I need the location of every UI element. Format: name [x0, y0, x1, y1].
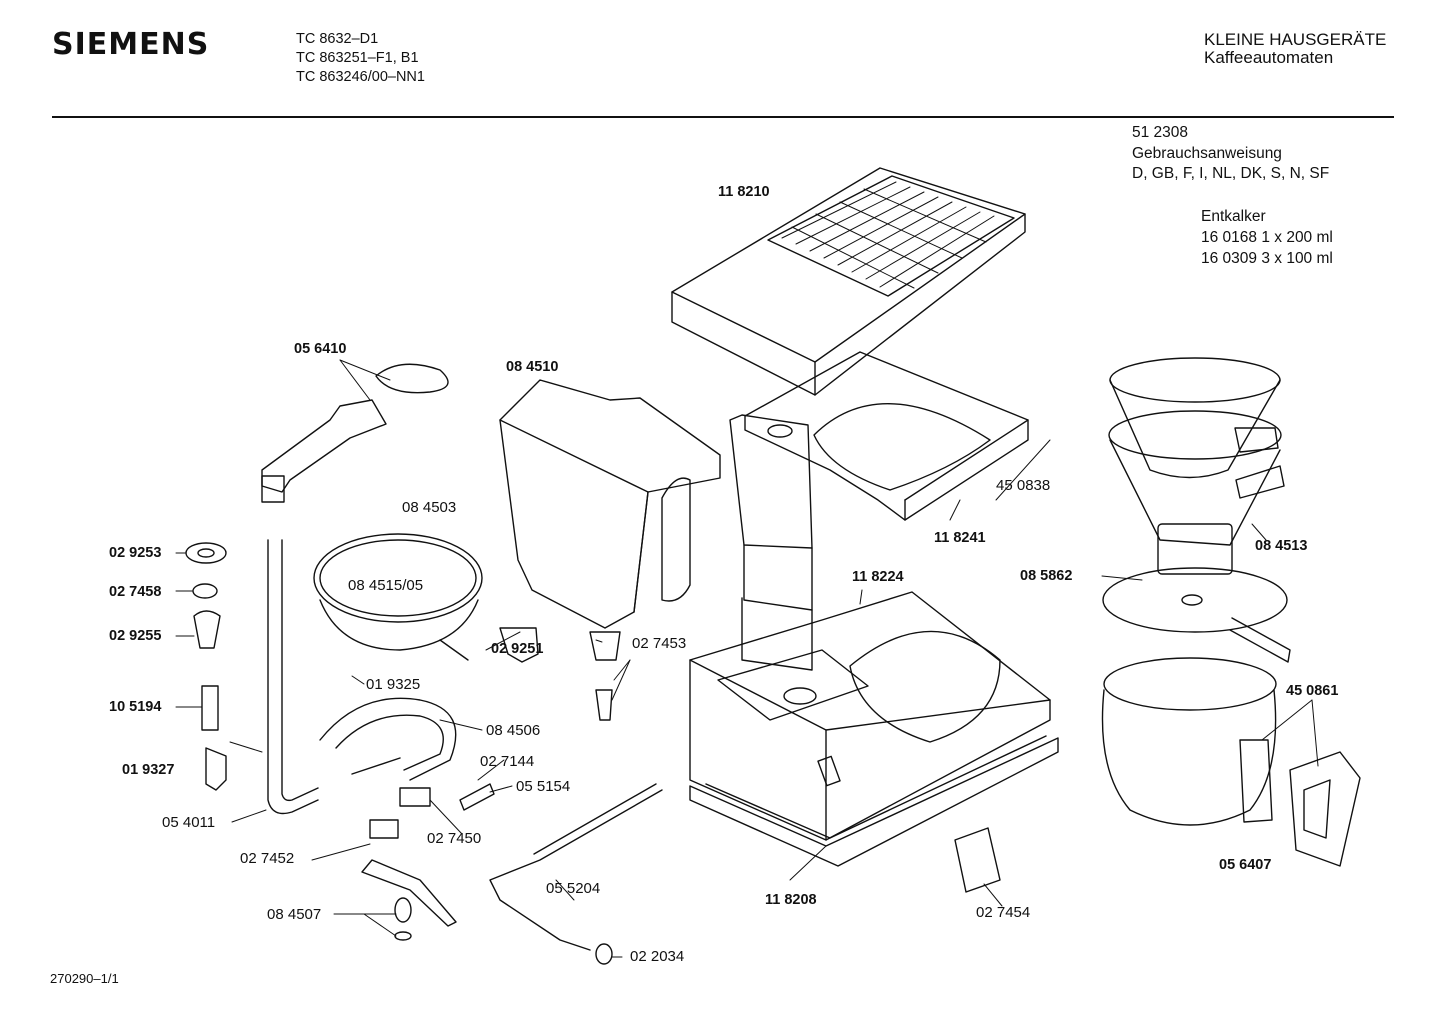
part-label-029255: 02 9255: [109, 628, 162, 644]
part-label-118208: 11 8208: [765, 892, 817, 908]
glass-carafe-drawing: [1102, 658, 1276, 825]
product-subcategory: Kaffeeautomaten: [1204, 48, 1334, 67]
part-label-054011: 05 4011: [162, 814, 216, 831]
water-pipe-drawing: [268, 540, 318, 814]
coffee-filter-drawing: [1109, 358, 1284, 574]
part-label-027450: 02 7450: [427, 830, 482, 847]
power-switch-drawing: [955, 828, 1000, 892]
part-label-027452: 02 7452: [240, 850, 295, 867]
filter-holder-housing-drawing: [745, 352, 1028, 520]
part-label-0845155: 08 4515/05: [348, 577, 424, 594]
part-label-027144: 02 7144: [480, 753, 535, 770]
lid-part-drawing: [672, 168, 1025, 395]
part-label-118210: 11 8210: [718, 184, 770, 200]
spout-arm-drawing: [262, 364, 448, 502]
part-label-084507: 08 4507: [267, 906, 322, 923]
part-label-055204: 05 5204: [546, 880, 601, 897]
part-label-084513: 08 4513: [1255, 538, 1308, 554]
base-plate-drawing: [690, 736, 1058, 866]
part-label-105194: 10 5194: [109, 699, 162, 715]
part-label-029253: 02 9253: [109, 545, 162, 561]
product-category: KLEINE HAUSGERÄTE: [1204, 30, 1387, 49]
power-cable-drawing: [490, 784, 662, 964]
part-label-022034: 02 2034: [630, 948, 685, 965]
part-label-118241: 11 8241: [934, 530, 986, 546]
model-number-2: TC 863251–F1, B1: [296, 50, 419, 66]
document-reference: 270290–1/1: [50, 971, 119, 986]
water-tank-drawing: [500, 380, 720, 628]
heating-element-drawing: [320, 698, 456, 780]
part-label-027454: 02 7454: [976, 904, 1031, 921]
header-rule: [52, 116, 1394, 118]
drip-plate-drawing: [1103, 568, 1290, 662]
part-label-056410: 05 6410: [294, 341, 347, 357]
part-label-055154: 05 5154: [516, 778, 571, 795]
descaler-item-2: 16 0309 3 x 100 ml: [1201, 250, 1333, 267]
descaler-label: Entkalker: [1201, 208, 1266, 225]
part-label-450838: 45 0838: [996, 477, 1051, 494]
base-housing-drawing: [690, 592, 1050, 840]
part-label-118224: 11 8224: [852, 569, 904, 585]
part-label-084506: 08 4506: [486, 722, 541, 739]
part-label-084510: 08 4510: [506, 359, 559, 375]
part-label-450861: 45 0861: [1286, 683, 1339, 699]
part-label-027453: 02 7453: [632, 635, 687, 652]
manual-languages: D, GB, F, I, NL, DK, S, N, SF: [1132, 165, 1330, 182]
part-label-019325: 01 9325: [366, 676, 421, 693]
part-label-029251: 02 9251: [491, 641, 544, 657]
seal-parts-drawing: [186, 543, 226, 790]
carafe-handle-drawing: [1290, 752, 1360, 866]
manual-code: 51 2308: [1132, 124, 1189, 141]
manual-label: Gebrauchsanweisung: [1132, 145, 1282, 162]
model-number-3: TC 863246/00–NN1: [296, 69, 425, 85]
model-number-1: TC 8632–D1: [296, 31, 379, 47]
brand-logo: SIEMENS: [52, 27, 210, 62]
part-label-027458: 02 7458: [109, 584, 162, 600]
water-column-drawing: [730, 415, 812, 670]
part-label-085862: 08 5862: [1020, 568, 1073, 584]
part-label-084503: 08 4503: [402, 499, 457, 516]
leader-lines: [176, 360, 1318, 957]
part-label-019327: 01 9327: [122, 762, 175, 778]
heater-ring-drawing: [314, 534, 482, 660]
descaler-item-1: 16 0168 1 x 200 ml: [1201, 229, 1333, 246]
part-label-056407: 05 6407: [1219, 857, 1272, 873]
thermostat-parts-drawing: [362, 628, 620, 940]
